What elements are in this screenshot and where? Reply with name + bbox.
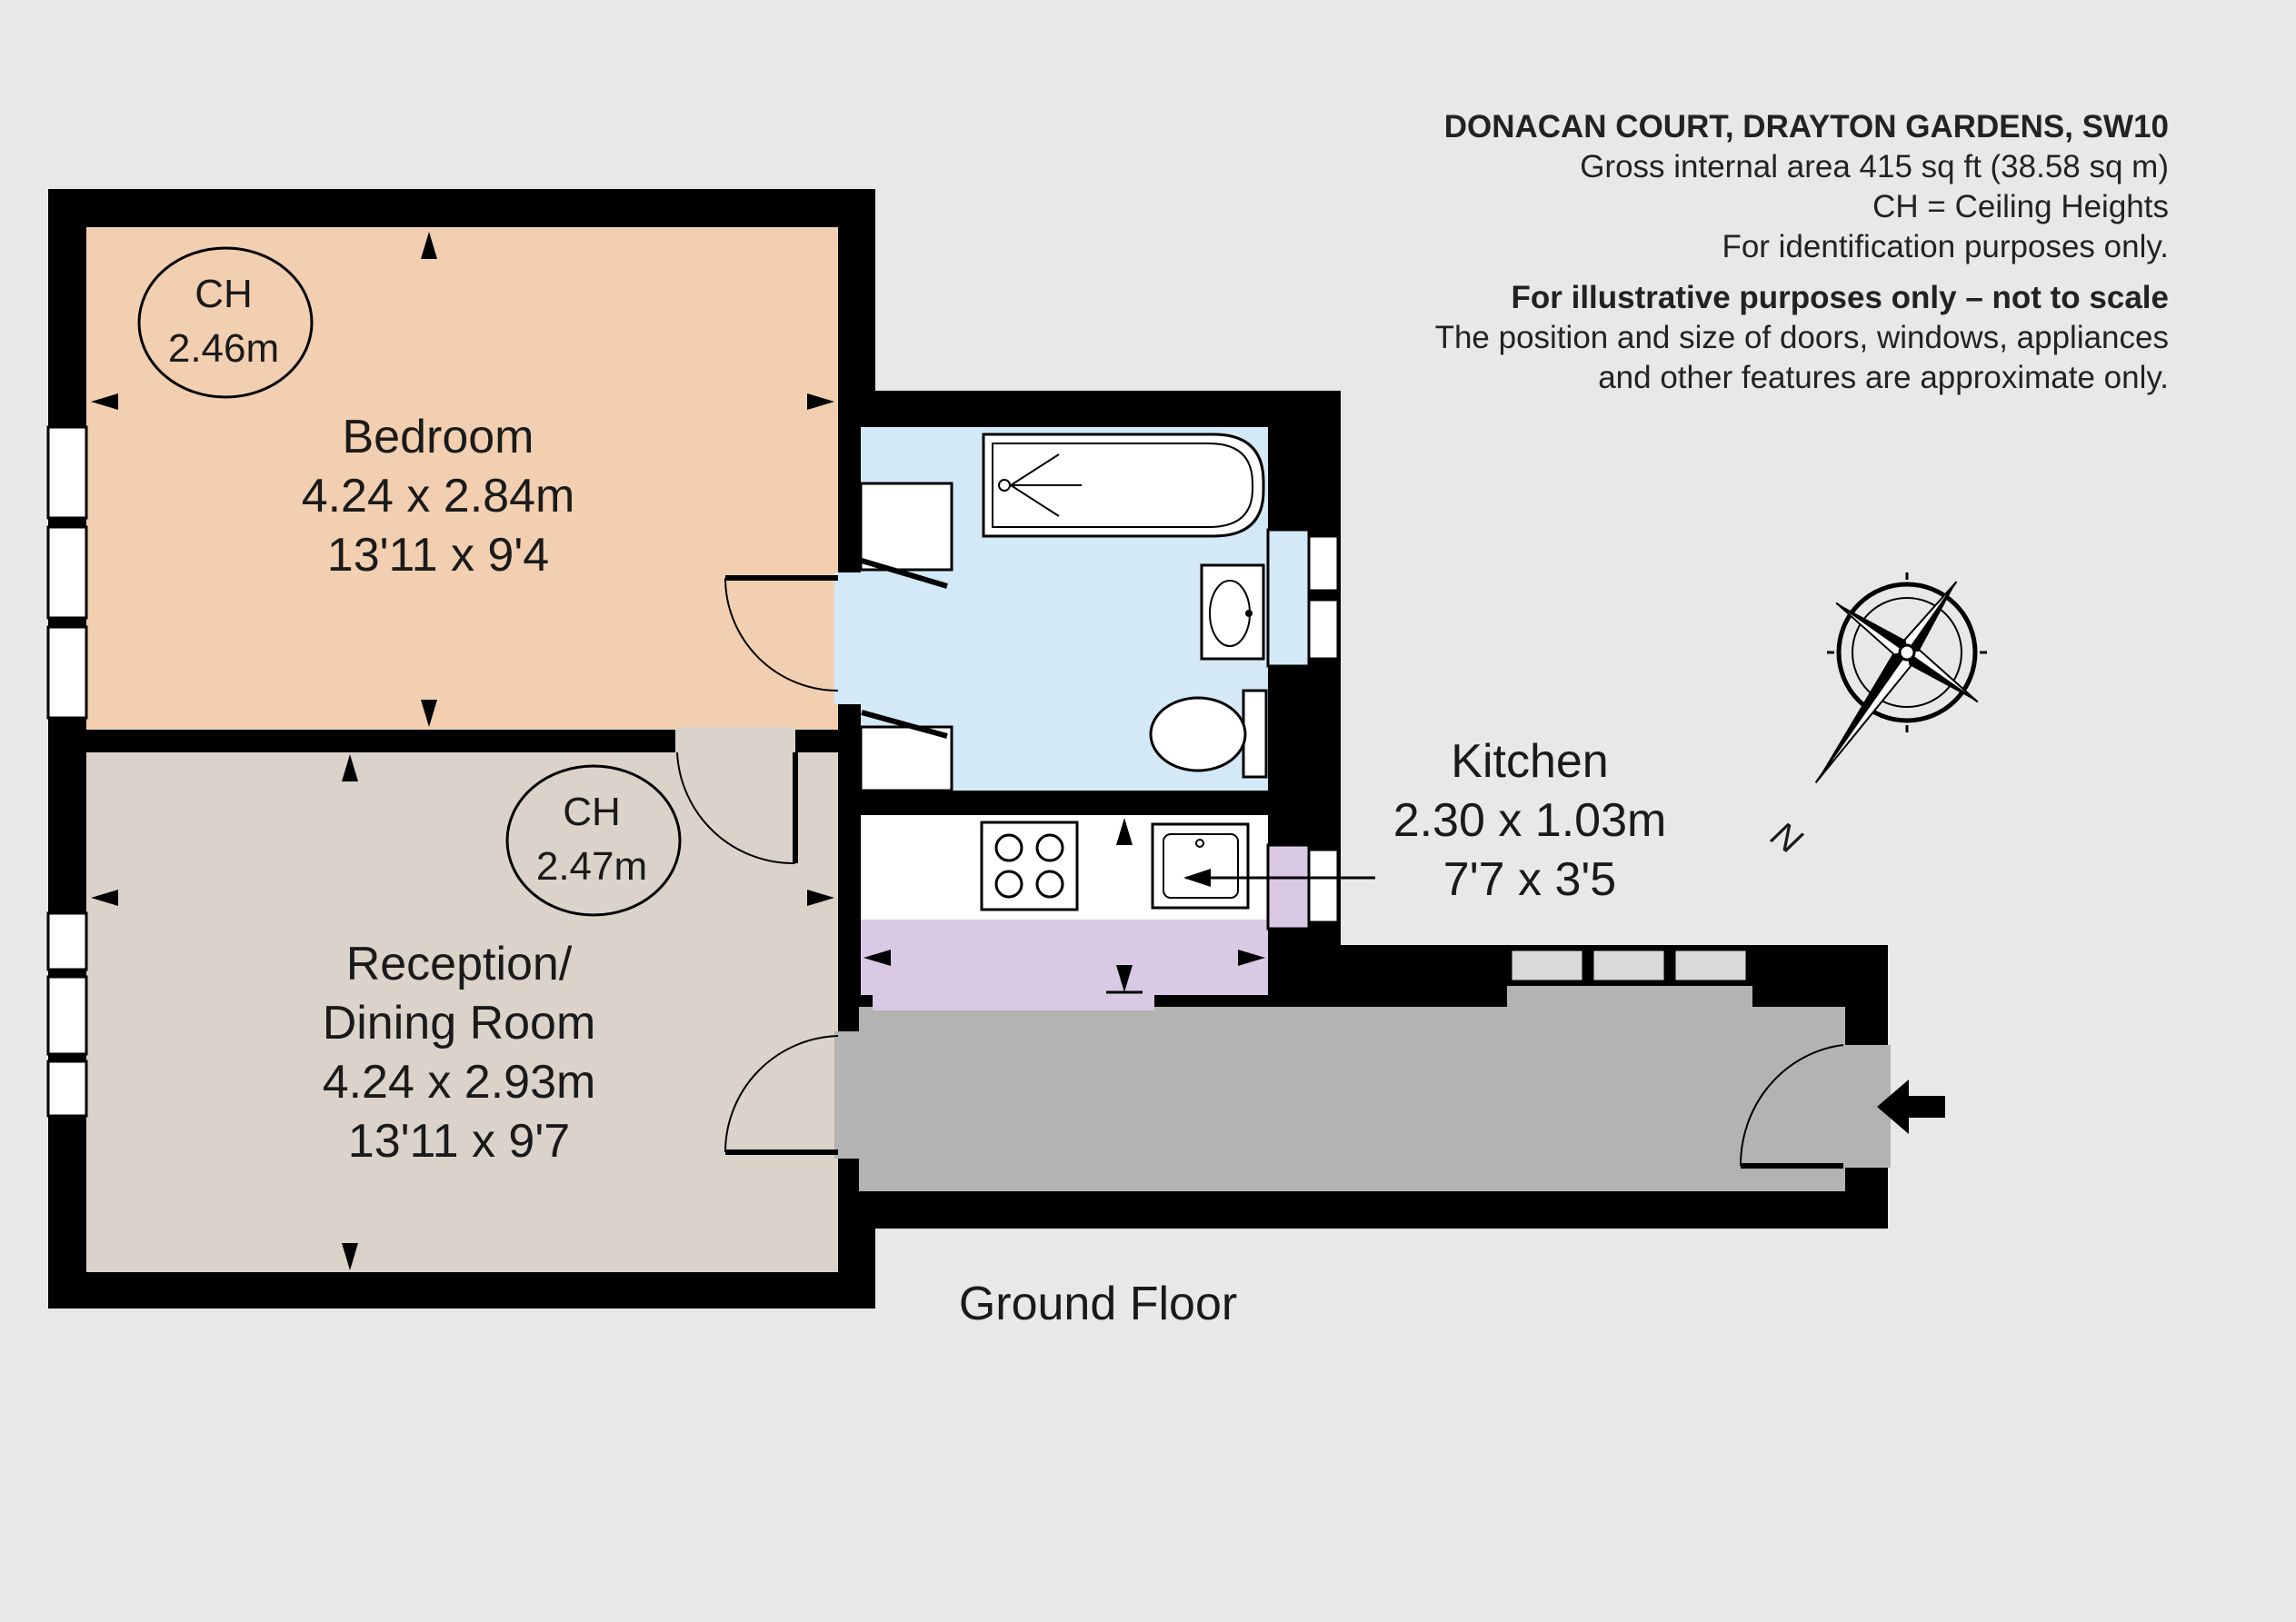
opening-rec-hall — [834, 1031, 863, 1159]
entrance-arrow — [1877, 1080, 1945, 1134]
basin — [1200, 563, 1265, 661]
ceiling-height-note: CH = Ceiling Heights — [1872, 189, 2169, 224]
ch-ellipse-reception — [505, 764, 682, 917]
kitchen-name: Kitchen — [1451, 735, 1608, 788]
identification-note: For identification purposes only. — [1722, 229, 2169, 264]
bedroom-imperial: 13'11 x 9'4 — [327, 529, 549, 582]
window-hall — [1509, 948, 1749, 983]
door-bedroom — [724, 575, 839, 692]
door-entrance — [1739, 1044, 1844, 1169]
kitchen-metric: 2.30 x 1.03m — [1393, 794, 1667, 847]
ch-value-reception: 2.47m — [536, 844, 647, 889]
bath-cupboard-bottom — [859, 725, 953, 792]
reception-name-1: Reception/ — [346, 938, 573, 990]
hall-niche — [1507, 986, 1752, 1015]
ch-ellipse-bedroom — [137, 246, 314, 399]
bedroom-name: Bedroom — [343, 411, 534, 463]
bathtub — [982, 433, 1265, 538]
ch-value-bedroom: 2.46m — [168, 326, 279, 371]
hob — [980, 821, 1079, 911]
toilet — [1149, 689, 1268, 779]
window-reception — [46, 911, 88, 1118]
opening-kitchen-hall — [873, 990, 1154, 1010]
compass-letter: N — [1764, 814, 1809, 862]
bath-cupboard-top — [859, 482, 953, 572]
door-reception — [676, 751, 798, 865]
door-reception-hall — [724, 1035, 839, 1155]
window-bathroom — [1266, 528, 1340, 668]
floor-label: Ground Floor — [959, 1278, 1237, 1330]
reception-name-2: Dining Room — [323, 997, 596, 1050]
gross-area: Gross internal area 415 sq ft (38.58 sq … — [1580, 149, 2169, 184]
hall-floor — [859, 1007, 1845, 1191]
cupboard-door-bottom — [861, 710, 948, 739]
reception-floor — [86, 752, 838, 1272]
kitchen-leader — [1183, 869, 1375, 887]
opening-bed-bath — [834, 572, 863, 704]
dimension-arrows — [91, 232, 1265, 1270]
ch-label-bedroom: CH — [195, 272, 253, 316]
window-bedroom — [46, 425, 88, 720]
info-block: DONACAN COURT, DRAYTON GARDENS, SW10 Gro… — [1078, 107, 2169, 398]
reception-metric: 4.24 x 2.93m — [323, 1056, 596, 1109]
kitchen-imperial: 7'7 x 3'5 — [1443, 853, 1616, 906]
disclaimer-line-1: The position and size of doors, windows,… — [1434, 320, 2169, 355]
disclaimer-line-2: and other features are approximate only. — [1598, 360, 2169, 395]
bedroom-metric: 4.24 x 2.84m — [302, 470, 575, 522]
kitchen-sink — [1151, 822, 1250, 910]
bedroom-floor — [86, 227, 838, 730]
illustrative-note: For illustrative purposes only – not to … — [1511, 280, 2170, 315]
door-gap-bed-rec — [675, 727, 795, 756]
window-kitchen — [1266, 843, 1340, 930]
property-title: DONACAN COURT, DRAYTON GARDENS, SW10 — [1443, 109, 2169, 144]
cupboard-door-top — [861, 558, 948, 589]
reception-imperial: 13'11 x 9'7 — [348, 1115, 570, 1168]
ch-label-reception: CH — [563, 790, 621, 834]
compass-icon — [1814, 572, 1987, 783]
